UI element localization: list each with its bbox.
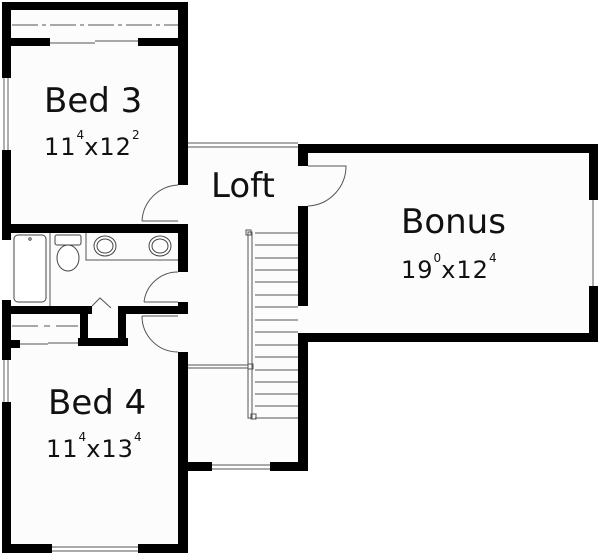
toilet-bowl (56, 244, 80, 272)
doors (141, 165, 347, 353)
floor-areas (10, 8, 594, 548)
room-dims-bed3: 114x122 (44, 129, 140, 161)
dim-length-inches: 2 (131, 128, 140, 142)
dim-length-feet: 12 (99, 133, 132, 161)
room-name-loft: Loft (211, 166, 275, 206)
dim-length-feet: 13 (101, 435, 134, 463)
room-name-bed4: Bed 4 (48, 383, 147, 423)
room-dims-bed4: 114x134 (46, 431, 142, 463)
staircase (188, 229, 298, 420)
dim-width-inches: 4 (78, 430, 87, 444)
dim-separator: x (441, 256, 457, 284)
bathroom-fixtures (13, 233, 178, 309)
room-name-bonus: Bonus (401, 202, 506, 242)
dim-separator: x (86, 435, 102, 463)
dim-separator: x (84, 133, 100, 161)
dim-width-feet: 11 (46, 435, 79, 463)
bathtub (13, 234, 47, 303)
room-dims-bonus: 190x124 (401, 252, 497, 284)
room-name-bed3: Bed 3 (44, 81, 143, 121)
dim-width-inches: 4 (76, 128, 85, 142)
windows (3, 78, 594, 552)
dim-width-feet: 19 (401, 256, 434, 284)
dim-length-feet: 12 (456, 256, 489, 284)
bed3-closet (12, 24, 178, 44)
dim-length-inches: 4 (133, 430, 142, 444)
dim-width-inches: 0 (433, 251, 442, 265)
bed4-closet (12, 325, 78, 345)
dim-width-feet: 11 (44, 133, 77, 161)
toilet-tank (54, 234, 82, 246)
dim-length-inches: 4 (488, 251, 497, 265)
